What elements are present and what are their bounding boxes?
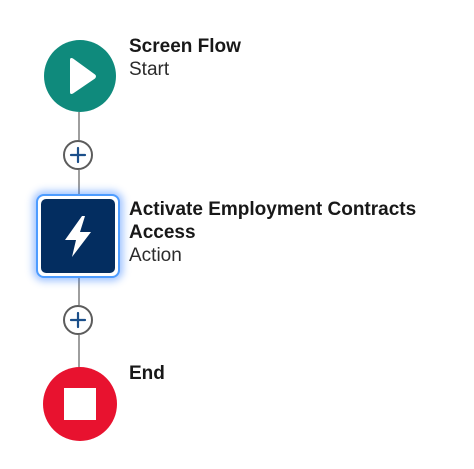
action-node[interactable] <box>36 194 120 278</box>
end-node-title: End <box>129 363 165 384</box>
connector-line <box>78 170 80 196</box>
stop-icon <box>64 388 96 420</box>
plus-icon <box>69 146 87 164</box>
action-node-title: Activate Employment Contracts Access <box>129 199 417 243</box>
start-node-label: Screen Flow Start <box>129 35 469 82</box>
action-node-label: Activate Employment Contracts Access Act… <box>129 198 469 268</box>
lightning-bolt-icon <box>65 216 91 257</box>
connector-line <box>78 278 80 305</box>
end-node[interactable] <box>43 367 117 441</box>
add-element-button[interactable] <box>63 305 93 335</box>
plus-icon <box>69 311 87 329</box>
add-element-button[interactable] <box>63 140 93 170</box>
action-node-body <box>41 199 115 273</box>
connector-line <box>78 335 80 368</box>
start-node-type: Start <box>129 59 170 80</box>
end-node-label: End <box>129 362 469 385</box>
play-icon <box>70 58 96 94</box>
action-node-type: Action <box>129 245 182 266</box>
start-node-title: Screen Flow <box>129 36 241 57</box>
start-node[interactable] <box>44 40 116 112</box>
connector-line <box>78 112 80 140</box>
